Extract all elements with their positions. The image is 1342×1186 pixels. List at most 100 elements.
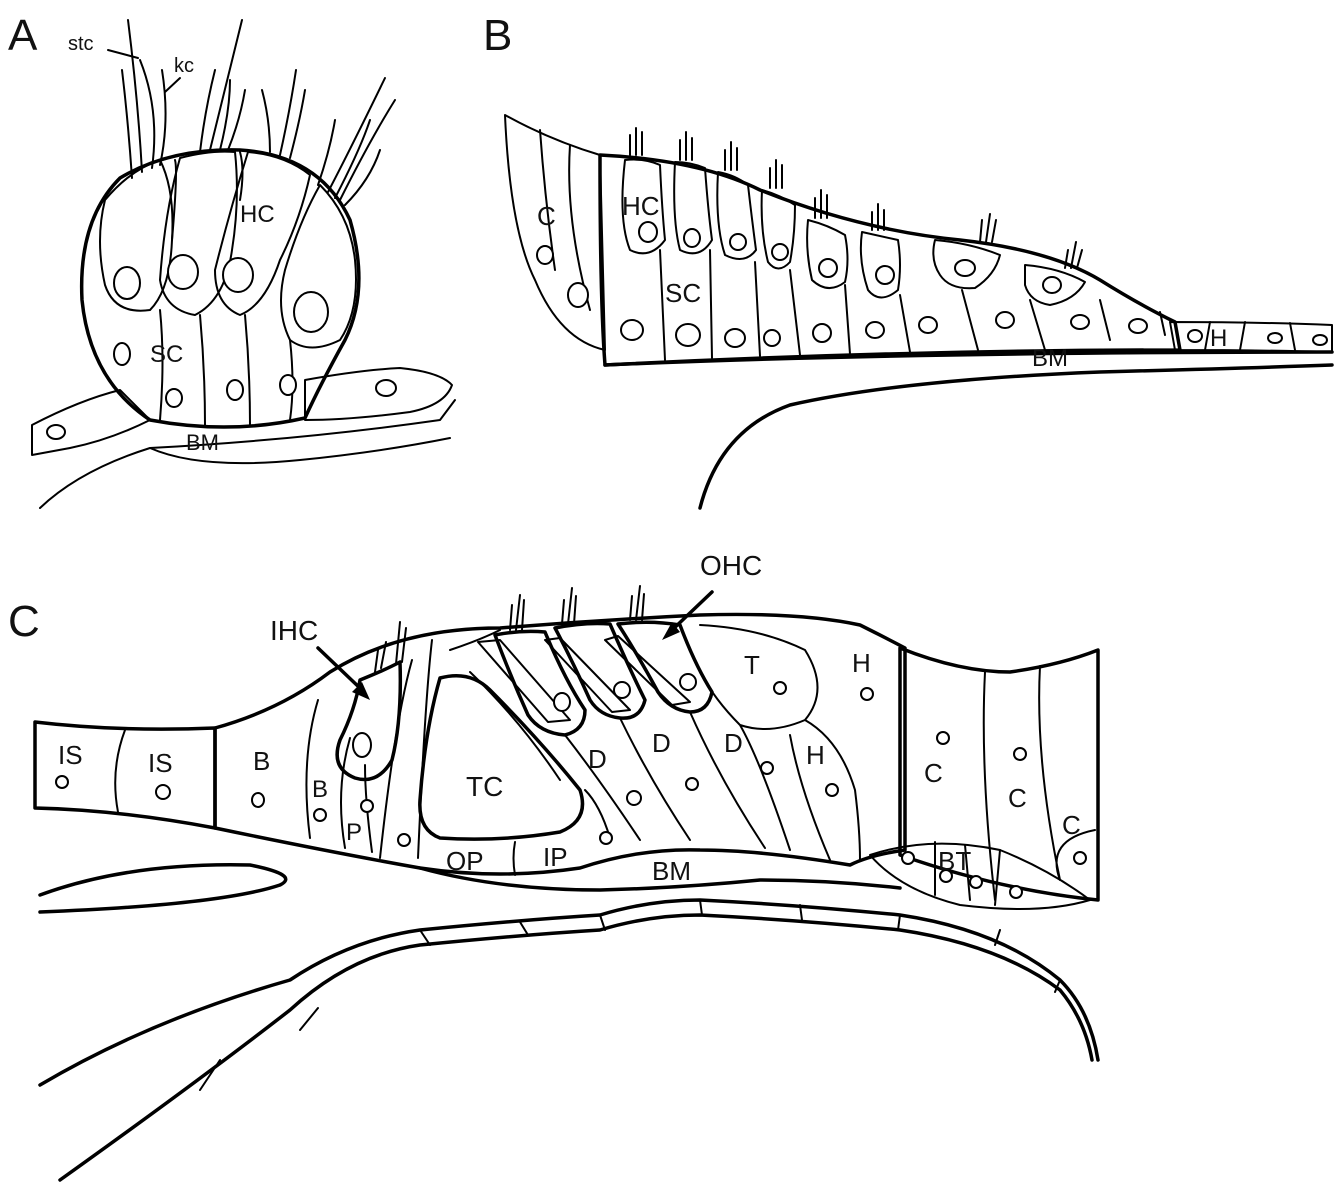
panel-b-nucleus (764, 330, 780, 346)
panel-c-label-is1: IS (58, 740, 83, 770)
panel-a-nucleus (114, 267, 140, 299)
panel-b-nucleus (1188, 330, 1202, 342)
panel-c-mesothelial-layer (40, 900, 1098, 1085)
panel-a-label-sc: SC (150, 341, 183, 368)
panel-a: A stc kc HC SC BM (8, 11, 455, 508)
panel-b-label-bm: BM (1032, 345, 1068, 372)
panel-b-nucleus (955, 260, 975, 276)
panel-c-label-c3: C (1062, 810, 1081, 840)
panel-b-nucleus (819, 259, 837, 277)
panel-a-kc-pointer (165, 78, 180, 92)
panel-b-nucleus (1129, 319, 1147, 333)
panel-b-nucleus (676, 324, 700, 346)
panel-b-nucleus (876, 266, 894, 284)
panel-a-hair-cell-3 (215, 152, 310, 315)
panel-c-label-p: P (346, 819, 362, 846)
panel-c-label-b2: B (312, 776, 328, 803)
panel-a-letter: A (8, 11, 38, 60)
panel-c-nucleus (826, 784, 838, 796)
panel-c-label-tc: TC (466, 771, 503, 802)
panel-c-nucleus (614, 682, 630, 698)
panel-c-label-d2: D (652, 728, 671, 758)
panel-c-label-ohc: OHC (700, 550, 762, 581)
panel-a-label-hc: HC (240, 201, 275, 228)
panel-c-label-ihc: IHC (270, 615, 318, 646)
panel-a-nucleus (166, 389, 182, 407)
panel-c-nucleus (761, 762, 773, 774)
panel-a-nucleus (47, 425, 65, 439)
panel-c-label-h2: H (806, 740, 825, 770)
panel-b-label-h: H (1210, 325, 1227, 352)
panel-c-label-bm: BM (652, 856, 691, 886)
panel-c-nucleus (902, 852, 914, 864)
panel-b-nucleus (537, 246, 553, 264)
panel-c-nucleus (686, 778, 698, 790)
panel-c-ihc-arrow (318, 648, 362, 690)
panel-b-nucleus (1043, 277, 1061, 293)
panel-c-nucleus (554, 693, 570, 711)
panel-c-nucleus (970, 876, 982, 888)
panel-a-label-kc: kc (174, 55, 194, 77)
panel-c-nucleus (1010, 886, 1022, 898)
panel-c-nucleus (56, 776, 68, 788)
panel-b-nucleus (639, 222, 657, 242)
panel-c-nucleus (774, 682, 786, 694)
panel-c-support-cells (215, 614, 905, 874)
panel-c-label-d3: D (724, 728, 743, 758)
panel-c-label-c2: C (1008, 783, 1027, 813)
panel-c-nucleus (314, 809, 326, 821)
panel-b-label-c: C (537, 201, 556, 231)
panel-c-nucleus (1014, 748, 1026, 760)
panel-b-nucleus (996, 312, 1014, 328)
panel-c-label-t: T (744, 650, 760, 680)
panel-b-nucleus (725, 329, 745, 347)
panel-b-nucleus (813, 324, 831, 342)
panel-a-label-stc: stc (68, 33, 94, 55)
panel-b-nucleus (684, 229, 700, 247)
panel-a-stc-pointer (108, 50, 138, 58)
panel-a-nucleus (114, 343, 130, 365)
panel-b-nucleus (772, 244, 788, 260)
panel-c-label-b1: B (253, 746, 270, 776)
panel-c-label-h1: H (852, 648, 871, 678)
panel-b-nucleus (866, 322, 884, 338)
panel-b-nucleus (1071, 315, 1089, 329)
panel-c-stereocilia (375, 586, 644, 672)
panel-b-nucleus (621, 320, 643, 340)
panel-c-nucleus (353, 733, 371, 757)
panel-c-label-c1: C (924, 758, 943, 788)
panel-c-nucleus (398, 834, 410, 846)
panel-a-nonsensory-left (32, 390, 150, 455)
panel-a-nucleus (294, 292, 328, 332)
panel-c-bm-lower (40, 865, 286, 912)
panel-c-mesothelial-layer-2 (60, 915, 1092, 1180)
panel-b-hair-cell (861, 232, 900, 298)
panel-a-nucleus (376, 380, 396, 396)
panel-b: B (483, 11, 1332, 508)
panel-c-nucleus (600, 832, 612, 844)
panel-c-mesothelial-borders (200, 900, 1060, 1090)
panel-b-label-hc: HC (622, 191, 660, 221)
panel-c-label-d1: D (588, 744, 607, 774)
panel-c-nucleus (861, 688, 873, 700)
panel-b-nonsensory-left (505, 115, 605, 350)
panel-a-nucleus (227, 380, 243, 400)
panel-b-nucleus (919, 317, 937, 333)
panel-b-nucleus (1268, 333, 1282, 343)
panel-c-nucleus (627, 791, 641, 805)
panel-a-nucleus (280, 375, 296, 395)
panel-c-outer-hair-cell (495, 631, 585, 735)
panel-b-nucleus (1313, 335, 1327, 345)
panel-b-nucleus (568, 283, 588, 307)
panel-c-nucleus (252, 793, 264, 807)
panel-a-nucleus (223, 258, 253, 292)
panel-c-nucleus (680, 674, 696, 690)
panel-c-letter: C (8, 597, 40, 646)
panel-c-is-border (115, 730, 125, 812)
panel-c-nucleus (1074, 852, 1086, 864)
panel-c-label-ip: IP (543, 842, 568, 872)
panel-a-nucleus (168, 255, 198, 289)
panel-b-letter: B (483, 11, 512, 60)
panel-c-label-bt: BT (938, 846, 971, 876)
